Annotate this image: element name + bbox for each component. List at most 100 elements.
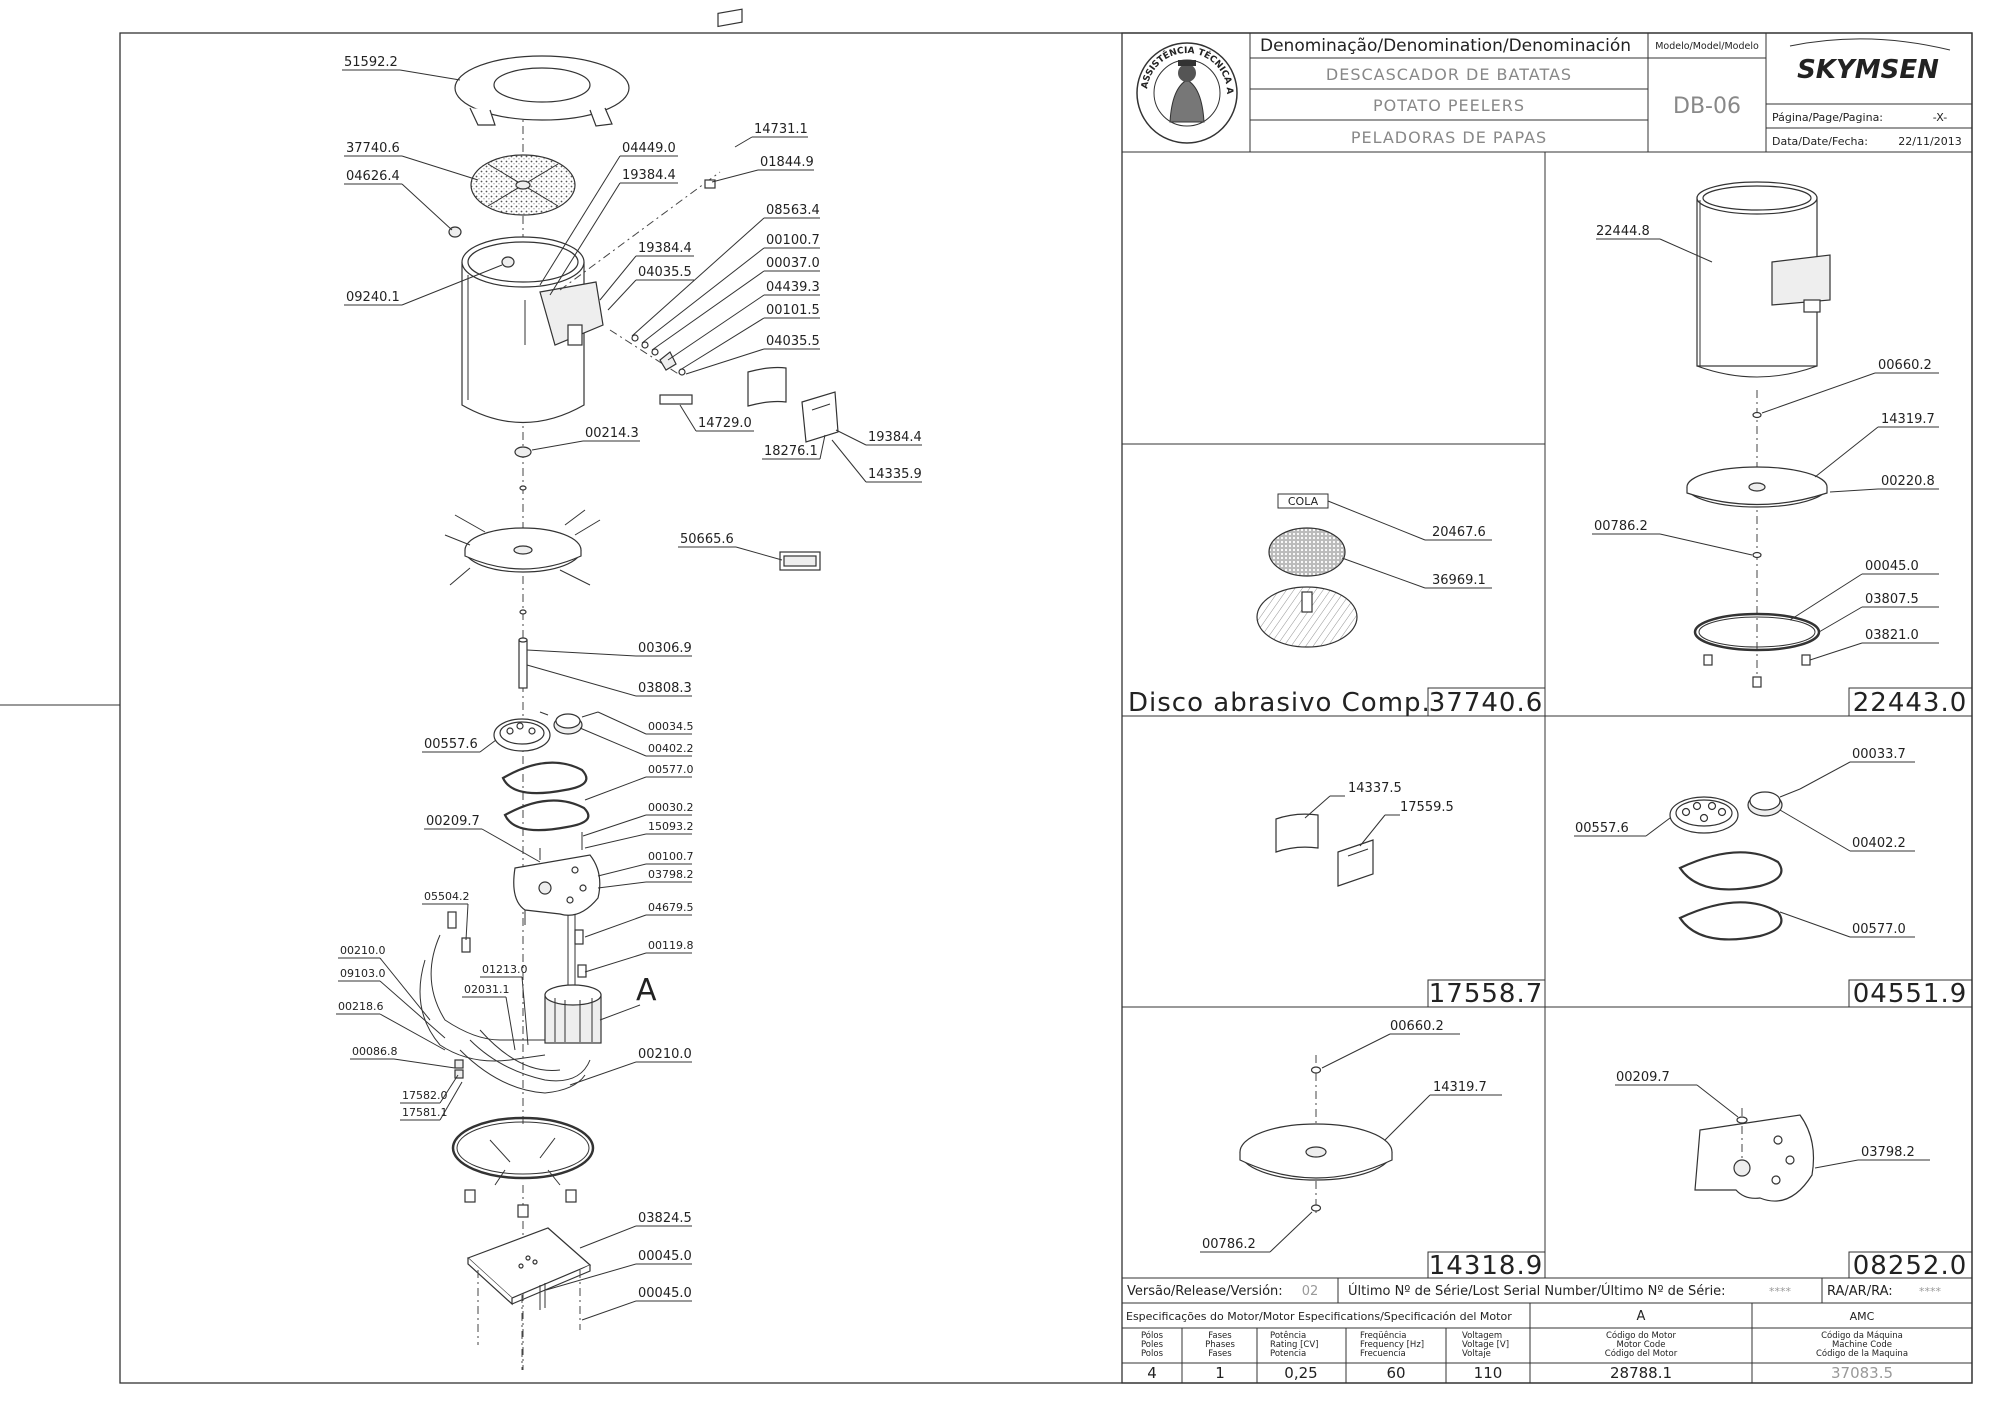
page-value: -X- [1933, 111, 1947, 124]
model-title: Modelo/Model/Modelo [1655, 41, 1759, 52]
head-frequency-en: Frequency [Hz] [1360, 1340, 1424, 1350]
part-00660-2-b: 00660.2 [1390, 1019, 1444, 1034]
head-motor-code-en: Motor Code [1616, 1340, 1665, 1350]
callout-51592-2: 51592.2 [344, 55, 398, 70]
callout-04679-5: 04679.5 [648, 901, 694, 914]
callout-00209-7: 00209.7 [426, 814, 480, 829]
panel-disc: 14318.9 00660.2 14319.7 00786.2 [1200, 1019, 1544, 1281]
ra-value: **** [1919, 1285, 1942, 1298]
col-a: A [1637, 1309, 1646, 1324]
release-label: Versão/Release/Versión: [1127, 1284, 1283, 1299]
head-machine-code-pt: Código da Máquina [1821, 1330, 1903, 1341]
value-poles: 4 [1147, 1364, 1157, 1382]
disc-code: 14318.9 [1429, 1251, 1544, 1281]
panel-pulley-belt: 04551.9 00033.7 00557.6 00402.2 00577.0 [1574, 747, 1966, 1009]
callout-00030-2: 00030.2 [648, 801, 694, 814]
panel-abrasive-disc: Disco abrasivo Comp. 37740.6 COLA 20467.… [1128, 493, 1542, 718]
part-14319-7: 14319.7 [1881, 412, 1935, 427]
callout-00119-8: 00119.8 [648, 939, 694, 952]
head-motor-code-pt: Código do Motor [1606, 1330, 1677, 1341]
part-17559-5: 17559.5 [1400, 800, 1454, 815]
name-pt: DESCASCADOR DE BATATAS [1326, 65, 1572, 84]
date-value: 22/11/2013 [1898, 135, 1961, 148]
part-22444-8: 22444.8 [1596, 224, 1650, 239]
callout-03824-5: 03824.5 [638, 1211, 692, 1226]
callout-04035-5-a: 04035.5 [638, 265, 692, 280]
callout-00214-3: 00214.3 [585, 426, 639, 441]
callout-09240-1: 09240.1 [346, 290, 400, 305]
callout-50665-6: 50665.6 [680, 532, 734, 547]
value-motor-code: 28788.1 [1610, 1364, 1672, 1382]
callout-37740-6: 37740.6 [346, 141, 400, 156]
glue-tag: COLA [1288, 495, 1319, 508]
name-es: PELADORAS DE PAPAS [1351, 128, 1547, 147]
head-rating-es: Potencia [1270, 1349, 1306, 1359]
callout-17581-1: 17581.1 [402, 1106, 448, 1119]
part-14337-5: 14337.5 [1348, 781, 1402, 796]
authorized-technical-assistance-seal: ASSISTÊNCIA TÉCNICA AUTORIZADA [0, 0, 1238, 144]
part-14319-7-b: 14319.7 [1433, 1080, 1487, 1095]
part-03798-2-b: 03798.2 [1861, 1145, 1915, 1160]
callout-01844-9: 01844.9 [760, 155, 814, 170]
callout-03798-2: 03798.2 [648, 868, 694, 881]
spec-values: 4 1 0,25 60 110 28788.1 37083.5 [1147, 1364, 1893, 1382]
callout-14731-1: 14731.1 [754, 122, 808, 137]
part-00402-2: 00402.2 [1852, 836, 1906, 851]
head-voltage-pt: Voltagem [1462, 1331, 1502, 1341]
callout-18276-1: 18276.1 [764, 444, 818, 459]
name-en: POTATO PEELERS [1373, 96, 1525, 115]
callout-14335-9: 14335.9 [868, 467, 922, 482]
part-00209-7-b: 00209.7 [1616, 1070, 1670, 1085]
callout-19384-4-a: 19384.4 [622, 168, 676, 183]
part-03807-5: 03807.5 [1865, 592, 1919, 607]
main-callouts: 51592.2 37740.6 04626.4 09240.1 04449.0 … [336, 55, 922, 1321]
part-00557-6: 00557.6 [1575, 821, 1629, 836]
callout-00101-5: 00101.5 [766, 303, 820, 318]
part-00033-7: 00033.7 [1852, 747, 1906, 762]
head-phases-pt: Fases [1208, 1331, 1232, 1341]
value-rating: 0,25 [1284, 1364, 1317, 1382]
callout-00218-6: 00218.6 [338, 1000, 384, 1013]
callout-00402-2: 00402.2 [648, 742, 694, 755]
callout-00045-0-a: 00045.0 [638, 1249, 692, 1264]
release-value: 02 [1302, 1284, 1319, 1299]
callout-14729-0: 14729.0 [698, 416, 752, 431]
serial-label: Último Nº de Série/Lost Serial Number/Úl… [1348, 1283, 1726, 1299]
callout-04035-5-b: 04035.5 [766, 334, 820, 349]
motor-letter: A [636, 973, 657, 1008]
part-03821-0: 03821.0 [1865, 628, 1919, 643]
callout-00100-7-b: 00100.7 [648, 850, 694, 863]
ra-label: RA/AR/RA: [1827, 1284, 1893, 1299]
page-label: Página/Page/Pagina: [1772, 111, 1883, 124]
part-00660-2: 00660.2 [1878, 358, 1932, 373]
callout-00037-0: 00037.0 [766, 256, 820, 271]
callout-00086-8: 00086.8 [352, 1045, 398, 1058]
head-voltage-en: Voltage [V] [1462, 1340, 1509, 1350]
panel-drum-assembly: 22443.0 22444.8 00660.2 14319.7 00220.8 [1592, 181, 1966, 718]
callout-01213-0: 01213.0 [482, 963, 528, 976]
head-phases-es: Fases [1208, 1349, 1232, 1359]
callout-00210-0-a: 00210.0 [340, 944, 386, 957]
value-machine-code: 37083.5 [1831, 1364, 1893, 1382]
callout-04439-3: 04439.3 [766, 280, 820, 295]
part-00220-8: 00220.8 [1881, 474, 1935, 489]
head-machine-code-es: Código de la Maquina [1816, 1348, 1908, 1359]
serial-value: **** [1769, 1285, 1792, 1298]
callout-19384-4-c: 19384.4 [868, 430, 922, 445]
value-frequency: 60 [1386, 1364, 1405, 1382]
abrasive-caption: Disco abrasivo Comp. [1128, 688, 1431, 718]
head-rating-en: Rating [CV] [1270, 1340, 1319, 1350]
callout-00306-9: 00306.9 [638, 641, 692, 656]
part-36969-1: 36969.1 [1432, 573, 1486, 588]
value-voltage: 110 [1474, 1364, 1503, 1382]
spec-column-heads: Pólos Poles Polos Fases Phases Fases Pot… [1141, 1330, 1908, 1359]
head-poles-pt: Pólos [1141, 1330, 1164, 1341]
brand-logo: SKYMSEN [1797, 55, 1939, 85]
callout-00210-0-b: 00210.0 [638, 1047, 692, 1062]
callout-17582-0: 17582.0 [402, 1089, 448, 1102]
callout-00034-5: 00034.5 [648, 720, 694, 733]
title-block: ASSISTÊNCIA TÉCNICA AUTORIZADA Denominaç… [0, 0, 1972, 153]
head-frequency-pt: Freqüência [1360, 1330, 1406, 1341]
callout-00557-6: 00557.6 [424, 737, 478, 752]
